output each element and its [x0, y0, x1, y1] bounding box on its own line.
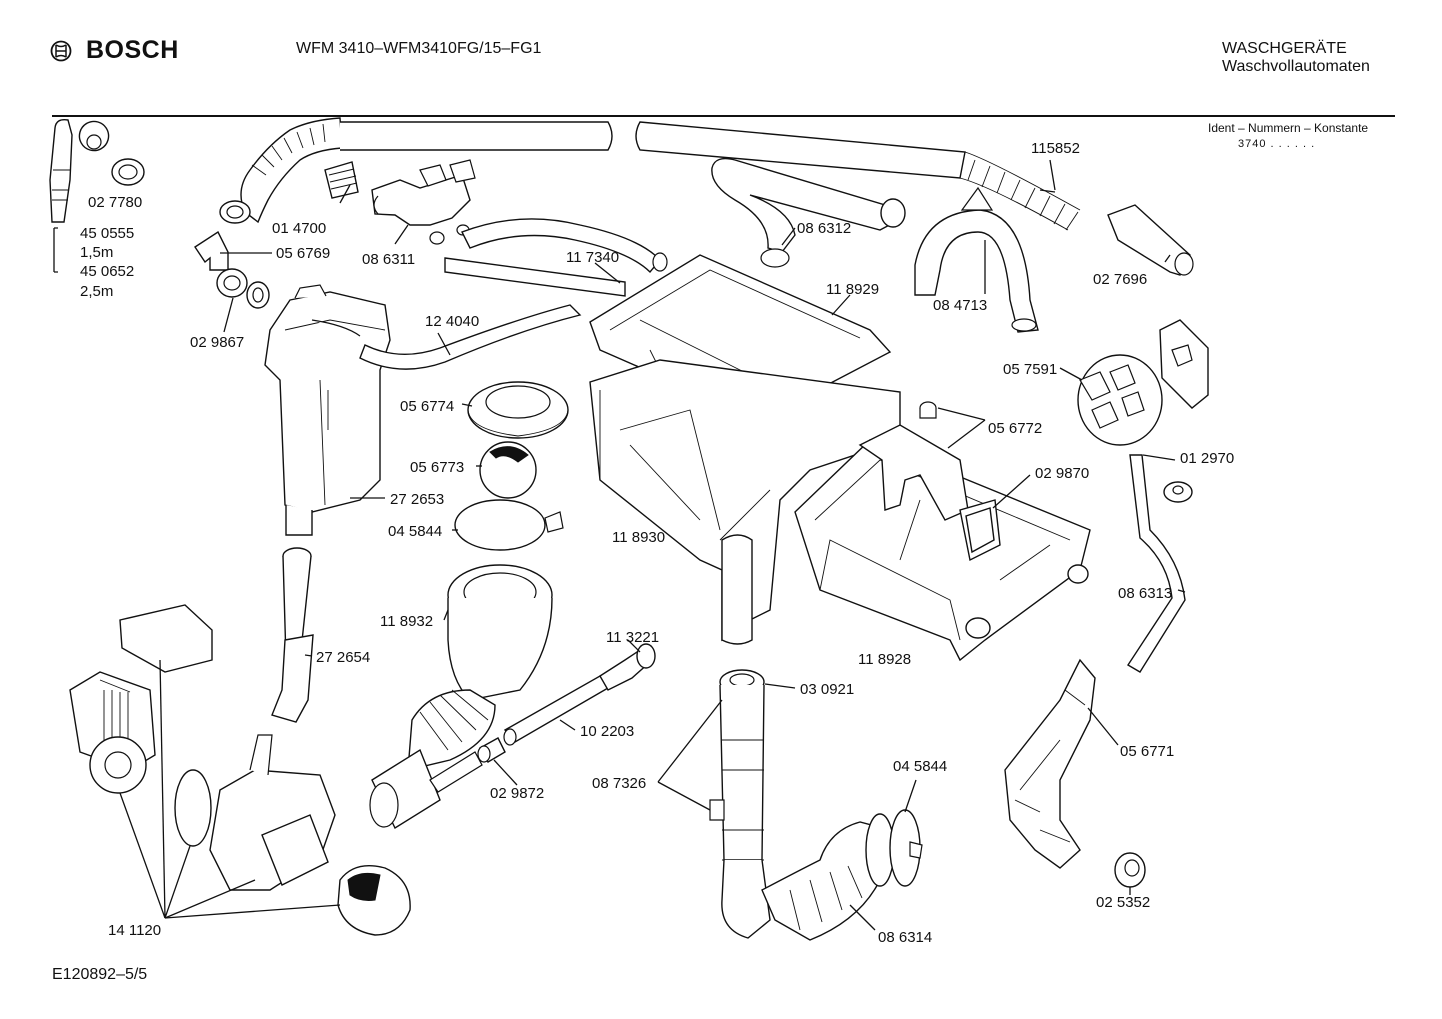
carrier-056771	[1004, 658, 1096, 869]
part-label: 11 8930	[612, 529, 665, 546]
part-label: 04 5844	[388, 523, 442, 540]
part-label: 02 7780	[88, 194, 142, 211]
part-label: 27 2654	[316, 649, 370, 666]
hose-clamp-084713	[914, 186, 1039, 333]
hose-end	[652, 252, 668, 272]
part-label: 08 6314	[878, 929, 932, 946]
category-subtitle: Waschvollautomaten	[1222, 58, 1370, 75]
hose-length-bracket	[53, 227, 58, 273]
bellows-118932	[369, 564, 553, 830]
detergent-tray-118930	[589, 359, 901, 645]
part-label: 27 2653	[390, 491, 444, 508]
inlet-hose-elbow	[49, 118, 110, 223]
part-label: 11 8929	[826, 281, 879, 298]
part-label: 08 6311	[362, 251, 415, 268]
bosch-logo-icon	[50, 40, 72, 61]
ball-056773	[479, 441, 537, 499]
long-hose	[340, 121, 1081, 231]
bracket-056772	[858, 401, 969, 521]
grommet-025352	[1114, 852, 1146, 888]
hose-end-086312	[880, 198, 906, 228]
drain-pump-141120	[69, 604, 411, 936]
ident-title: Ident – Nummern – Konstante	[1208, 121, 1369, 135]
drawing-code: E120892–5/5	[52, 966, 148, 983]
detergent-drawer-118928	[794, 439, 1091, 662]
part-label: 45 0652	[80, 263, 134, 280]
part-label: 04 5844	[893, 758, 947, 775]
part-label: 03 0921	[800, 681, 854, 698]
part-label: 01 4700	[272, 220, 326, 237]
seal-012970	[1163, 481, 1193, 503]
part-label: 2,5m	[80, 283, 113, 300]
seal-ring-027780	[111, 158, 145, 186]
gasket-029870	[959, 499, 1001, 562]
part-label: 05 6771	[1120, 743, 1174, 760]
pipe-087326	[709, 669, 771, 939]
part-label: 08 7326	[592, 775, 646, 792]
hose-tube	[444, 257, 626, 297]
part-label: 11 3221	[606, 629, 659, 646]
elbow-056769	[194, 230, 229, 271]
brand-name: BOSCH	[86, 36, 179, 64]
coupling-027696	[1107, 204, 1191, 276]
part-label: 02 5352	[1096, 894, 1150, 911]
category-title: WASCHGERÄTE	[1222, 40, 1347, 57]
part-label: 08 6312	[797, 220, 851, 237]
part-label: 05 6769	[276, 245, 330, 262]
part-label: 05 6773	[410, 459, 464, 476]
part-label: 02 9870	[1035, 465, 1089, 482]
hose-124040	[359, 304, 582, 370]
part-label: 02 9867	[190, 334, 244, 351]
part-label: 08 6313	[1118, 585, 1172, 602]
part-label: 02 9872	[490, 785, 544, 802]
ident-value: 3740 . . . . . .	[1238, 138, 1316, 150]
hose-086312	[711, 157, 896, 253]
part-label: 12 4040	[425, 313, 479, 330]
air-chamber-272653	[264, 284, 391, 536]
hose-086314	[761, 813, 895, 941]
corrugated-hose	[219, 117, 343, 224]
pressure-switch-057591	[1077, 319, 1209, 446]
part-label: 05 6772	[988, 420, 1042, 437]
rod-102203	[503, 643, 656, 746]
brand: BOSCH	[50, 36, 179, 65]
hose-nipple	[760, 248, 790, 268]
part-label: 1,5m	[80, 244, 113, 261]
ring-045844	[454, 499, 564, 551]
header-rule	[52, 115, 1395, 117]
part-label: 11 8928	[858, 651, 911, 668]
part-label: 14 1120	[108, 922, 161, 939]
coupling-end	[1174, 252, 1194, 276]
ring-045844-right	[889, 809, 923, 887]
part-label: 11 7340	[566, 249, 619, 266]
plug-029872	[477, 737, 506, 763]
part-label: 08 4713	[933, 297, 987, 314]
tube-086313	[1127, 454, 1186, 673]
part-label: 05 7591	[1003, 361, 1057, 378]
part-label: 02 7696	[1093, 271, 1147, 288]
part-label: 11 8932	[380, 613, 433, 630]
part-label: 115852	[1031, 140, 1080, 157]
part-label: 05 6774	[400, 398, 454, 415]
hose-272654	[271, 547, 314, 723]
part-label: 45 0555	[80, 225, 134, 242]
part-labels: 02 7780 45 0555 1,5m 45 0652 2,5m 01 470…	[80, 140, 1234, 946]
part-label: 01 2970	[1180, 450, 1234, 467]
cap-056774	[467, 381, 569, 439]
seals-029867	[216, 268, 270, 309]
water-valve	[324, 159, 476, 245]
leader-lines	[119, 159, 1186, 931]
model-title: WFM 3410–WFM3410FG/15–FG1	[296, 40, 542, 57]
part-label: 10 2203	[580, 723, 634, 740]
